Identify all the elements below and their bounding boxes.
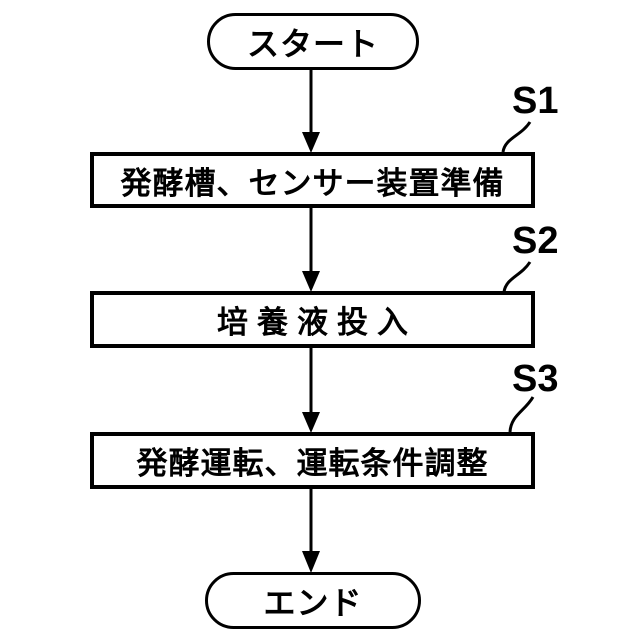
step-label-s2: S2: [512, 220, 559, 262]
leader-line-s1: [501, 121, 532, 153]
leader-line-s2: [502, 261, 532, 293]
arrowhead-icon: [302, 412, 320, 433]
step1-label: 発酵槽、センサー装置準備: [120, 165, 505, 201]
step3-label: 発酵運転、運転条件調整: [136, 446, 489, 481]
step-label-s3: S3: [512, 358, 559, 400]
step-label-s1: S1: [512, 80, 559, 122]
end-label: エンド: [263, 584, 363, 621]
flow-node-step3: 発酵運転、運転条件調整: [90, 432, 535, 489]
arrowhead-icon: [302, 132, 320, 153]
arrowhead-icon: [302, 551, 320, 573]
step2-label: 培養液投入: [217, 305, 417, 340]
flow-node-start: スタート: [207, 13, 419, 70]
flow-node-end: エンド: [205, 572, 421, 629]
flow-node-step1: 発酵槽、センサー装置準備: [90, 152, 535, 208]
leader-line-s3: [508, 396, 535, 433]
arrowhead-icon: [302, 271, 320, 292]
flow-node-step2: 培養液投入: [90, 291, 535, 348]
start-label: スタート: [246, 25, 379, 62]
